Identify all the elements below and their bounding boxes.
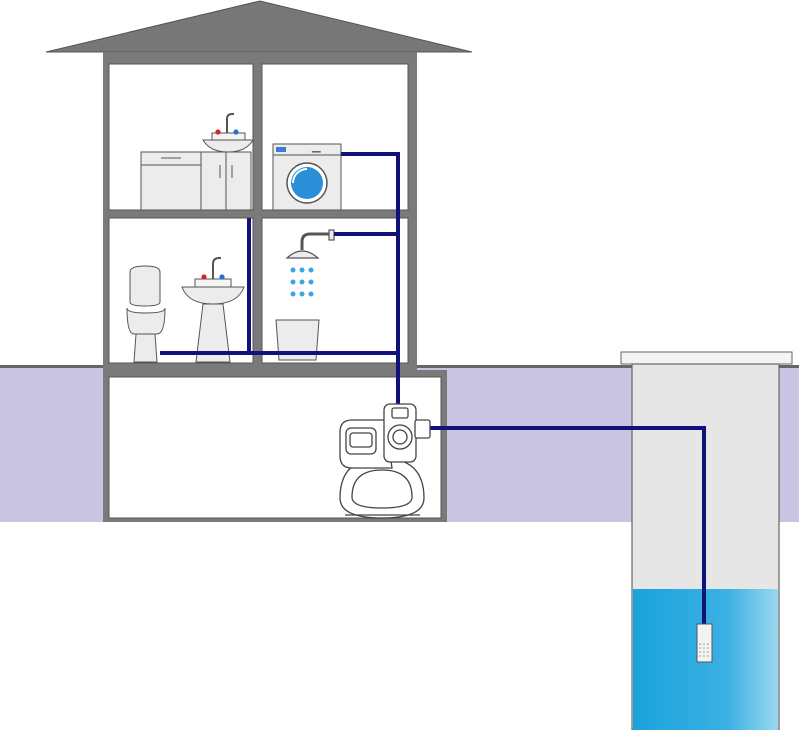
room-shower — [261, 217, 409, 364]
hot-tap-icon — [201, 274, 207, 280]
house — [103, 52, 447, 522]
pedestal-basin-icon — [181, 257, 245, 363]
toilet-icon — [126, 265, 166, 363]
well-cap — [620, 351, 793, 365]
well — [620, 351, 793, 730]
bathtub-icon — [275, 319, 320, 361]
washing-machine-label: ......... — [312, 149, 321, 153]
shower-head-icon — [285, 229, 335, 259]
shower-water-icon — [290, 267, 314, 297]
kitchen-cabinet-icon — [140, 151, 252, 211]
pipe-main-riser — [341, 152, 400, 408]
submersible-pump-icon — [696, 623, 713, 663]
cold-tap-icon — [233, 129, 239, 135]
washing-machine-icon: ......... — [272, 143, 342, 211]
sink-icon — [202, 113, 254, 153]
pump-icon — [339, 403, 431, 519]
pipe-suction-line — [430, 426, 706, 625]
cold-tap-icon — [219, 274, 225, 280]
water-pipes — [160, 152, 706, 625]
house-roof-icon — [45, 0, 473, 53]
hot-tap-icon — [215, 129, 221, 135]
